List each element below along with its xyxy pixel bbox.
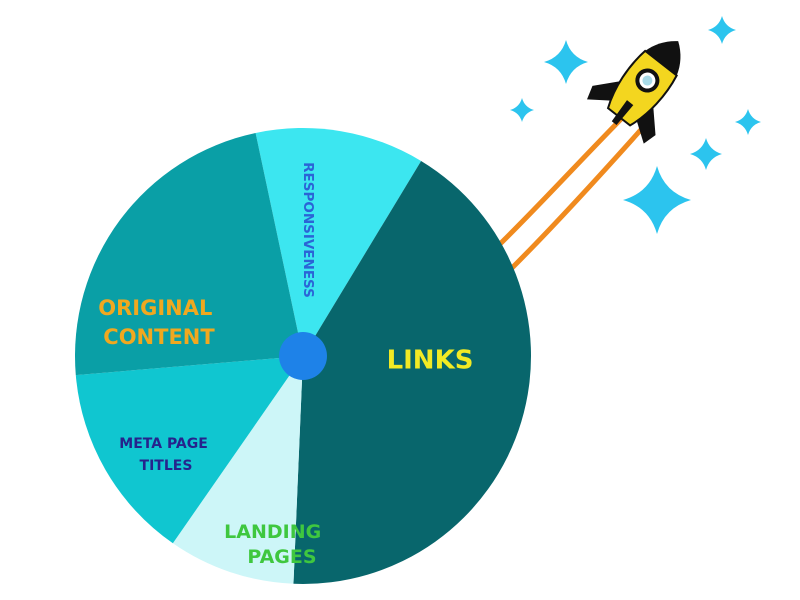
star-icon [690, 138, 722, 170]
rocket-window-glass [642, 75, 653, 86]
slice-label-line: ORIGINAL [98, 296, 212, 320]
slice-label-line: TITLES [140, 458, 193, 474]
pie-slice-original-content [74, 132, 303, 376]
star-icon [544, 40, 588, 84]
pie-slice-meta-page-titles [75, 356, 304, 544]
rocket-trail-line [507, 121, 649, 273]
star-icon [510, 98, 534, 122]
star-icon [708, 16, 736, 44]
slice-label-line: PAGES [247, 546, 316, 568]
slice-label-line: CONTENT [103, 325, 215, 349]
slice-label-line: META PAGE [119, 436, 208, 452]
slice-label-responsiveness: RESPONSIVENESS [300, 162, 316, 298]
star-icon [623, 166, 691, 234]
rocket-trail [495, 105, 649, 273]
rocket-right-fin [636, 102, 656, 144]
pie-chart [74, 127, 531, 585]
pie-labels: RESPONSIVENESS LINKS LANDING PAGES META … [98, 162, 473, 568]
rocket-left-fin [587, 80, 625, 101]
rocket-nose [645, 41, 681, 76]
pie-slice-links [293, 160, 531, 585]
rocket-trail-line [495, 105, 635, 249]
rocket-icon [587, 41, 681, 144]
slice-label-links: LINKS [387, 346, 474, 376]
slice-label-landing-pages: LANDING PAGES [224, 521, 328, 568]
pie-slice-landing-pages [172, 356, 303, 584]
slice-label-line: LANDING [224, 521, 321, 543]
slice-label-meta-page-titles: META PAGE TITLES [119, 436, 212, 474]
star-icon [735, 109, 761, 135]
pie-center-dot [279, 332, 327, 380]
rocket-center-fin [611, 100, 634, 125]
stars-decoration [510, 16, 761, 234]
pie-slice-responsiveness [255, 127, 422, 356]
slice-label-original-content: ORIGINAL CONTENT [98, 296, 219, 349]
